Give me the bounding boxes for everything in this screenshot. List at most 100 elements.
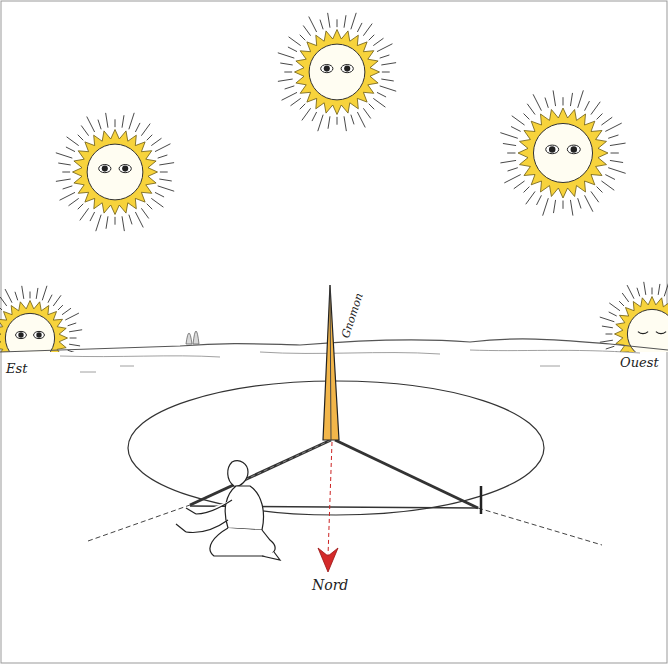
sun-ray: [606, 346, 615, 349]
sun-ray: [369, 35, 375, 41]
sun-ray: [70, 338, 77, 339]
sun-ray: [627, 285, 634, 299]
sun-ray: [508, 168, 518, 171]
person-head: [228, 461, 248, 487]
sun-eye-closed: [638, 332, 648, 334]
sun-ray: [609, 312, 617, 316]
sun-ray: [500, 160, 516, 162]
sun-face: [87, 144, 143, 200]
sun-ray: [312, 112, 317, 121]
sun-ray: [344, 116, 346, 131]
sun-ray: [600, 340, 613, 342]
sun-ray: [106, 216, 108, 228]
sun-ray: [337, 19, 338, 27]
sun-ray: [658, 284, 660, 295]
sun-ray: [151, 198, 163, 207]
sun-ray: [608, 135, 618, 138]
sun-ray: [619, 301, 624, 306]
sun-ray: [15, 292, 18, 301]
person-hands: [176, 508, 196, 532]
sun-ray: [300, 35, 306, 41]
sun-ray: [63, 186, 73, 189]
sun-ray: [597, 114, 603, 120]
sun-ray: [537, 195, 542, 205]
north-line: [328, 442, 332, 556]
sun-ray: [68, 323, 77, 326]
sun-ray: [563, 97, 564, 105]
sun-ray: [280, 63, 292, 65]
sun-ray: [351, 115, 354, 125]
sun-ray: [381, 79, 393, 81]
sun-ray: [58, 305, 63, 310]
sun-ray: [56, 153, 72, 158]
sun-ray: [289, 37, 301, 46]
sun-group: [0, 13, 668, 390]
sun-ray: [524, 187, 530, 193]
sun-pupil: [549, 146, 555, 152]
sun-ray: [159, 179, 171, 181]
shadow-extension: [88, 505, 190, 541]
sun-ray: [611, 153, 619, 154]
sun-ray: [514, 181, 525, 189]
sun-face: [533, 123, 592, 182]
sun-ray: [585, 195, 593, 211]
sun-ray: [357, 23, 362, 32]
scene-label: Ouest: [620, 356, 659, 369]
sun-ray: [503, 143, 516, 145]
sun-ray: [60, 192, 75, 200]
sun-ray: [62, 308, 71, 315]
sun-ray: [122, 216, 124, 231]
sun-ray: [363, 24, 372, 36]
sun-ray: [373, 98, 385, 107]
sun-ray: [511, 127, 521, 132]
sun-eye: [321, 65, 333, 73]
sun-ray: [500, 133, 517, 139]
sun-ray: [664, 282, 668, 297]
sun-eye: [99, 165, 111, 173]
sun-ray: [553, 200, 555, 213]
sun-corona: [0, 301, 68, 353]
sun-ray: [637, 288, 640, 297]
sun-ray: [606, 334, 613, 335]
sun-ray: [80, 208, 89, 220]
sun-ray: [0, 305, 2, 310]
sun-ray: [644, 282, 646, 295]
sun: [600, 282, 668, 352]
sun-ray: [602, 326, 613, 328]
sun-ray: [48, 295, 52, 303]
sun-ray: [533, 94, 541, 110]
sun-ray: [288, 47, 297, 52]
sun-ray: [300, 104, 306, 110]
sun-ray: [78, 204, 84, 210]
sun-ray: [147, 135, 153, 141]
sun-ray: [141, 124, 150, 136]
sun-ray: [155, 144, 170, 152]
sun-pupil: [344, 66, 350, 72]
sun-ray: [553, 90, 555, 106]
sun-ray: [609, 303, 620, 311]
sun-ray: [115, 217, 116, 225]
sun-ray: [344, 15, 346, 27]
sun-ray: [382, 72, 390, 73]
sun-ray: [545, 98, 548, 108]
sun-ray: [570, 93, 572, 106]
sun-ray: [373, 38, 383, 45]
landscape-strokes: [60, 350, 640, 357]
sun-ray: [62, 172, 70, 173]
sun-ray: [22, 286, 24, 299]
scene-label: Gnomon: [340, 292, 365, 340]
sun-ray: [58, 163, 70, 165]
sun-ray: [158, 186, 174, 191]
sun: [56, 113, 174, 231]
sun-ray: [381, 63, 396, 65]
afternoon-shadow: [335, 440, 478, 508]
sun-ray: [524, 114, 530, 120]
sun-ray: [570, 200, 572, 216]
sun-ray: [337, 117, 338, 125]
sun-pupil: [324, 66, 330, 72]
sun-ray: [601, 117, 612, 125]
sun-pupil: [36, 332, 41, 337]
sun-ray: [67, 137, 79, 146]
sun-face: [5, 313, 54, 352]
